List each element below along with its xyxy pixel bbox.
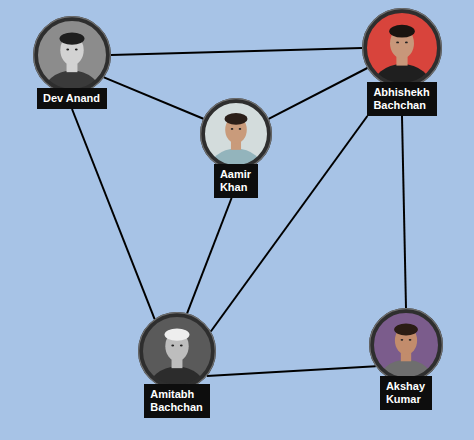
portrait-node: Akshay Kumar bbox=[369, 308, 443, 410]
portrait-ring bbox=[372, 311, 441, 380]
portrait-photo bbox=[200, 98, 272, 170]
name-label: Abhishekh Bachchan bbox=[367, 82, 436, 116]
portrait-circle bbox=[33, 16, 111, 94]
person-name: Dev Anand bbox=[43, 92, 100, 105]
connector-line bbox=[111, 48, 362, 55]
person-name: Akshay Kumar bbox=[386, 380, 425, 406]
portrait-ring-edge bbox=[34, 17, 111, 94]
portrait-circle bbox=[369, 308, 443, 382]
portrait-circle bbox=[362, 8, 442, 88]
name-label: Akshay Kumar bbox=[380, 376, 432, 410]
portrait-ring-edge bbox=[139, 313, 216, 390]
portrait-node: Dev Anand bbox=[33, 16, 111, 109]
portrait-photo bbox=[369, 308, 443, 382]
person-name: Abhishekh Bachchan bbox=[373, 86, 429, 112]
portrait-photo bbox=[138, 312, 216, 390]
connector-line bbox=[211, 116, 368, 332]
portrait-ring-edge bbox=[370, 309, 443, 382]
portrait-ring bbox=[141, 315, 214, 388]
portrait-node: Aamir Khan bbox=[200, 98, 272, 198]
portrait-circle bbox=[138, 312, 216, 390]
name-label: Aamir Khan bbox=[214, 164, 258, 198]
portrait-node: Abhishekh Bachchan bbox=[362, 8, 442, 116]
connector-line bbox=[269, 68, 368, 119]
person-name: Aamir Khan bbox=[220, 168, 251, 194]
portrait-ring bbox=[365, 11, 440, 86]
portrait-circle bbox=[200, 98, 272, 170]
connector-line bbox=[72, 109, 155, 319]
portrait-ring-edge bbox=[363, 9, 442, 88]
portrait-photo bbox=[33, 16, 111, 94]
portrait-node: Amitabh Bachchan bbox=[138, 312, 216, 418]
connector-line bbox=[187, 198, 231, 313]
person-name: Amitabh Bachchan bbox=[150, 388, 203, 414]
connector-line bbox=[104, 77, 203, 118]
name-label: Dev Anand bbox=[37, 88, 107, 109]
portrait-ring bbox=[203, 101, 270, 168]
name-label: Amitabh Bachchan bbox=[144, 384, 210, 418]
connector-line bbox=[207, 366, 376, 376]
portrait-photo bbox=[362, 8, 442, 88]
connector-line bbox=[402, 116, 406, 308]
portrait-ring-edge bbox=[201, 99, 272, 170]
portrait-ring bbox=[36, 19, 109, 92]
